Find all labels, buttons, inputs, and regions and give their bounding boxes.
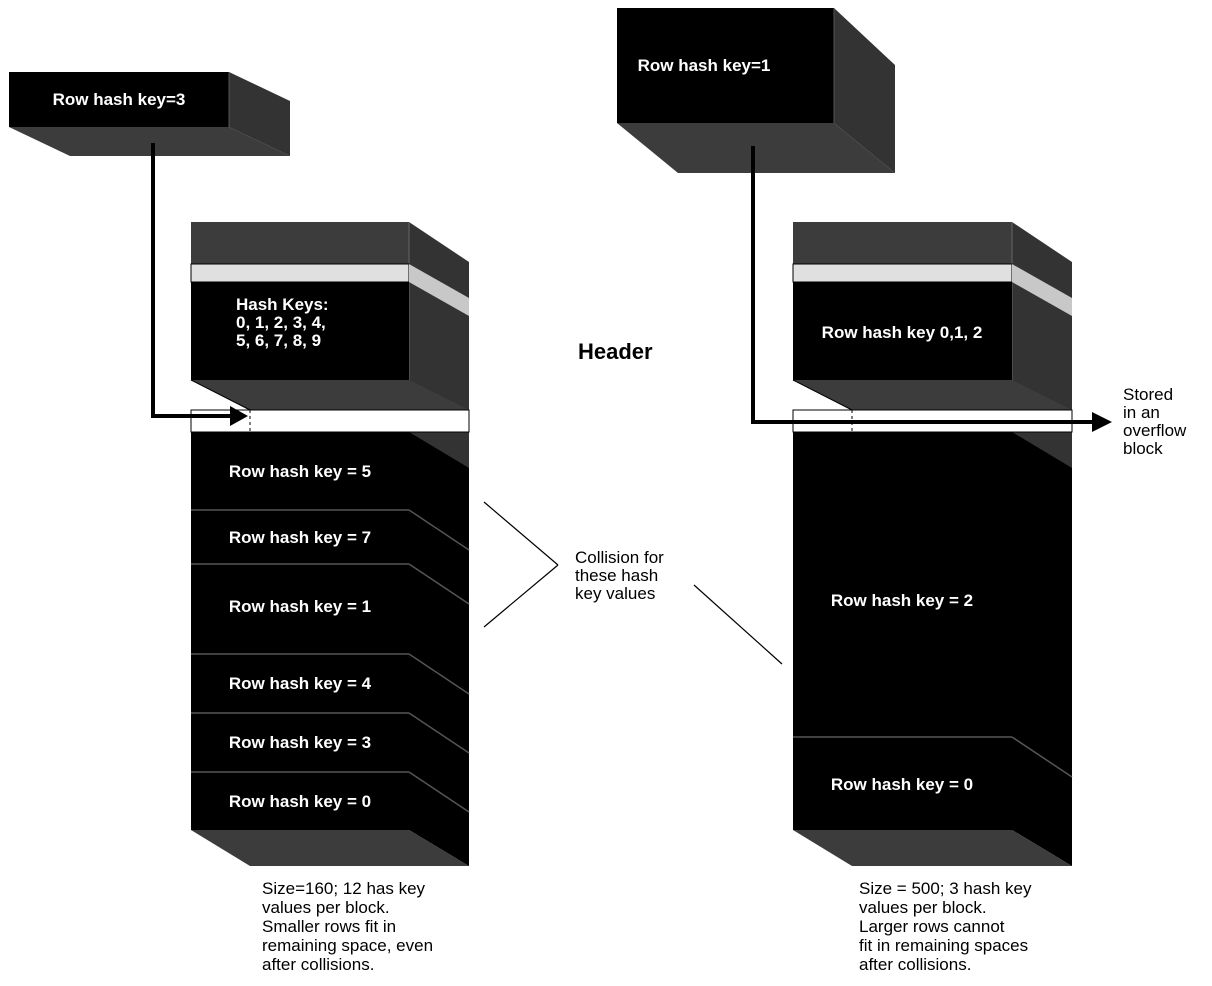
right-caption-line: Size = 500; 3 hash key: [859, 879, 1032, 898]
right-block-header-stripe: [792, 263, 1013, 283]
hash-keys-line-3: 5, 6, 7, 8, 9: [236, 331, 321, 350]
left-row-label: Row hash key = 4: [229, 674, 372, 693]
left-caption-line: values per block.: [262, 898, 390, 917]
collision-note-line: key values: [575, 584, 655, 603]
right-key-box-side: [834, 8, 895, 173]
overflow-note-line: Stored: [1123, 385, 1173, 404]
left-row-separators: [191, 509, 470, 813]
collision-note: Collision for these hash key values: [575, 548, 669, 603]
left-block-header-stripe: [190, 263, 410, 283]
right-key-box: Row hash key=1: [617, 8, 895, 173]
right-row-label: Row hash key = 2: [831, 591, 973, 610]
right-block-header-stripe-side: [1012, 264, 1072, 316]
left-caption-line: Smaller rows fit in: [262, 917, 396, 936]
right-key-box-label: Row hash key=1: [638, 56, 771, 75]
left-block-rows-side: [409, 432, 469, 866]
right-row-label: Row hash key = 0: [831, 775, 973, 794]
left-block-gap-ledge-line: [190, 379, 251, 411]
right-block-top-cap: [793, 222, 1012, 264]
right-key-box-bottom: [617, 123, 895, 173]
left-block-hash-keys-region: [191, 282, 409, 380]
left-pointer-arrow: [151, 143, 248, 426]
collision-note-line: Collision for: [575, 548, 664, 567]
left-caption: Size=160; 12 has key values per block. S…: [262, 879, 438, 974]
right-caption-line: values per block.: [859, 898, 987, 917]
overflow-note-line: overflow: [1123, 421, 1187, 440]
left-key-box: Row hash key=3: [9, 72, 290, 156]
left-row-label: Row hash key = 0: [229, 792, 371, 811]
right-block-gap-ledge-line: [792, 379, 853, 411]
right-block-key-region: [793, 282, 1012, 380]
left-block-ledge: [191, 380, 469, 410]
left-block-hash-keys: Hash Keys: 0, 1, 2, 3, 4, 5, 6, 7, 8, 9: [236, 295, 333, 350]
hash-keys-line-2: 0, 1, 2, 3, 4,: [236, 313, 326, 332]
overflow-note-line: block: [1123, 439, 1163, 458]
right-pointer-arrow: [751, 146, 1112, 432]
left-row-label: Row hash key = 7: [229, 528, 371, 547]
left-row-label: Row hash key = 5: [229, 462, 371, 481]
left-caption-line: remaining space, even: [262, 936, 433, 955]
right-block-label: Row hash key 0,1, 2: [822, 323, 983, 342]
header-label: Header: [578, 339, 653, 364]
right-caption-line: Larger rows cannot: [859, 917, 1005, 936]
right-block-rows-region: [793, 432, 1012, 830]
right-caption-line: fit in remaining spaces: [859, 936, 1028, 955]
left-block: Hash Keys: 0, 1, 2, 3, 4, 5, 6, 7, 8, 9 …: [190, 222, 470, 866]
overflow-note: Stored in an overflow block: [1123, 385, 1191, 458]
right-block-bottom-cap: [793, 830, 1072, 866]
right-key-box-front: [617, 8, 834, 123]
collision-pointer-lines: [483, 501, 783, 665]
left-block-rows-region: [191, 432, 409, 830]
collision-note-line: these hash: [575, 566, 658, 585]
overflow-note-line: in an: [1123, 403, 1160, 422]
hash-keys-line-1: Hash Keys:: [236, 295, 329, 314]
right-caption-line: after collisions.: [859, 955, 971, 974]
right-block: Row hash key 0,1, 2 Row hash key = 2 Row…: [792, 222, 1073, 866]
left-row-label: Row hash key = 1: [229, 597, 371, 616]
right-block-ledge: [793, 380, 1072, 410]
left-key-box-front: [9, 72, 229, 127]
left-key-box-bottom: [9, 127, 290, 156]
left-block-header-stripe-side: [409, 264, 469, 316]
left-key-box-label: Row hash key=3: [53, 90, 186, 109]
left-key-box-side: [229, 72, 290, 156]
left-block-bottom-cap: [191, 830, 469, 866]
left-caption-line: Size=160; 12 has key: [262, 879, 426, 898]
left-caption-line: after collisions.: [262, 955, 374, 974]
right-caption: Size = 500; 3 hash key values per block.…: [859, 879, 1036, 974]
left-row-label: Row hash key = 3: [229, 733, 371, 752]
right-row-separators: [793, 736, 1073, 778]
left-block-top-cap: [191, 222, 409, 264]
right-block-rows-side: [1012, 432, 1072, 866]
